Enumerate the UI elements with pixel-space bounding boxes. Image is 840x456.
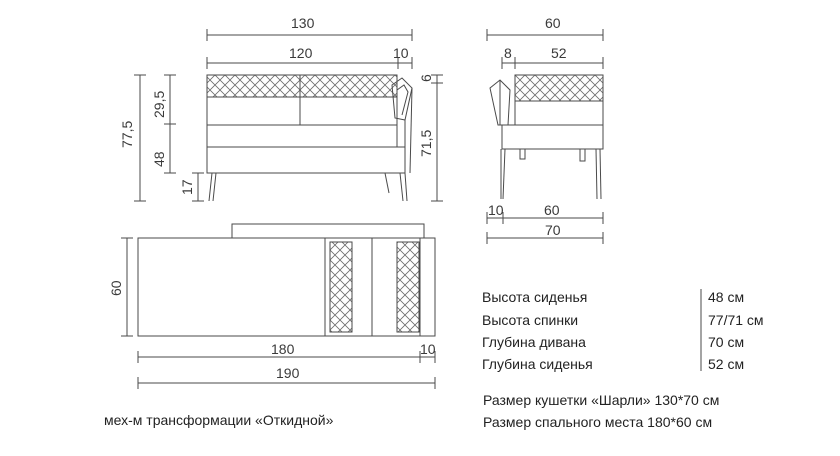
dim-front-leg-height: 17 [179, 179, 195, 195]
dim-front-seat-width: 120 [289, 45, 313, 61]
spec-label-back-height: Высота спинки [482, 312, 579, 328]
dim-front-cushion-height: 6 [418, 74, 434, 82]
sleeping-size: Размер спального места 180*60 см [483, 414, 713, 430]
dim-side-arm-bottom: 10 [488, 202, 504, 218]
spec-label-seat-height: Высота сиденья [482, 289, 588, 305]
dim-front-back-height: 29,5 [151, 91, 167, 118]
spec-label-seat-depth: Глубина сиденья [482, 356, 593, 372]
dim-front-width-total: 130 [291, 15, 315, 31]
dim-side-seat-bottom: 60 [544, 202, 560, 218]
dim-plan-sleep-length: 180 [271, 341, 295, 357]
dim-side-depth-total: 70 [545, 222, 561, 238]
dim-front-height-arm: 71,5 [418, 130, 434, 157]
plan-view [121, 223, 436, 389]
couch-size: Размер кушетки «Шарли» 130*70 см [483, 392, 720, 408]
spec-value-sofa-depth: 70 см [708, 334, 745, 350]
dim-side-back-thickness: 8 [504, 45, 512, 61]
front-view [134, 29, 443, 202]
dim-front-arm-width: 10 [393, 45, 409, 61]
dim-front-height-total: 77,5 [119, 121, 135, 148]
dim-plan-arm: 10 [420, 341, 436, 357]
mechanism-note: мех-м трансформации «Откидной» [104, 412, 334, 428]
dim-side-seat-depth: 52 [551, 45, 567, 61]
side-view [486, 29, 604, 244]
spec-value-seat-depth: 52 см [708, 356, 745, 372]
dim-plan-depth: 60 [108, 280, 124, 296]
dim-side-depth-top: 60 [545, 15, 561, 31]
spec-value-seat-height: 48 см [708, 289, 745, 305]
spec-label-sofa-depth: Глубина дивана [482, 334, 586, 350]
dim-plan-total-length: 190 [276, 365, 300, 381]
spec-value-back-height: 77/71 см [708, 312, 764, 328]
dim-front-seat-height: 48 [151, 151, 167, 167]
